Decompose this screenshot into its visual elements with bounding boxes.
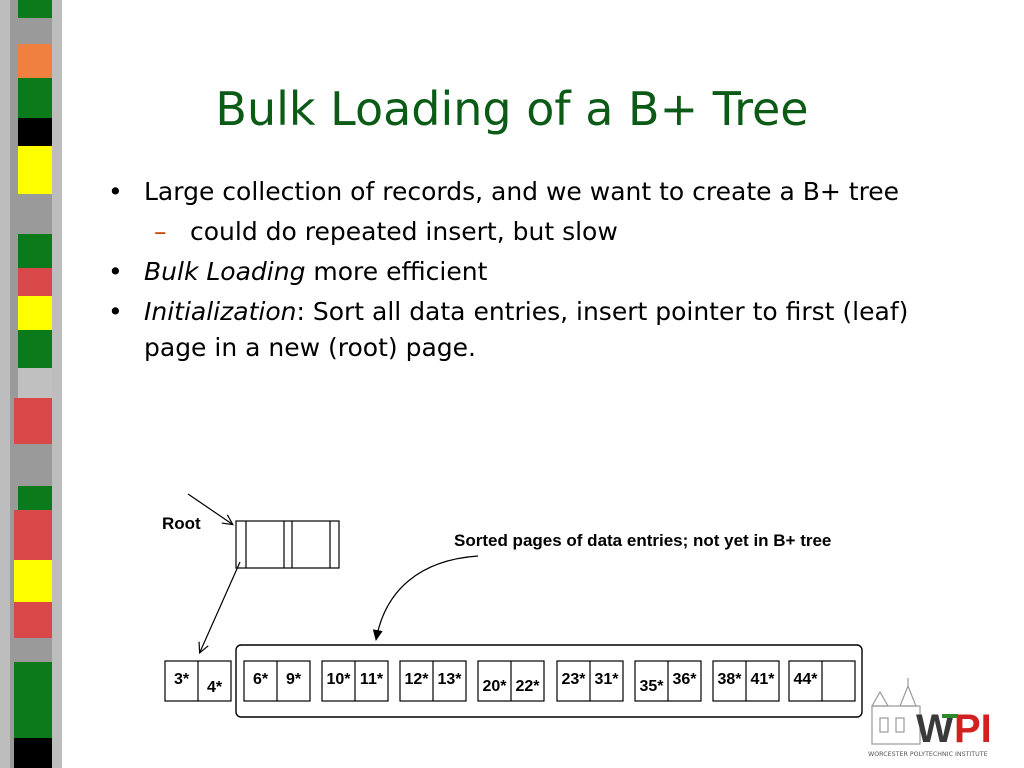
logo-tagline: WORCESTER POLYTECHNIC INSTITUTE [868, 751, 988, 758]
bullet-item: • Bulk Loading more efficient [108, 254, 968, 290]
logo-green-bar [942, 714, 958, 718]
castle-window-icon [895, 717, 905, 733]
data-entry-label: 31* [594, 671, 619, 688]
strip-block [14, 560, 52, 602]
bullet-text: Large collection of records, and we want… [144, 177, 900, 206]
wpi-logo: W PI WORCESTER POLYTECHNIC INSTITUTE [866, 678, 1016, 760]
leaf-page: 12* 13* [399, 660, 467, 702]
strip-block [18, 78, 52, 118]
bullet-item: • Initialization: Sort all data entries,… [108, 294, 968, 366]
data-entry-label: 9* [286, 671, 302, 688]
strip-block [18, 44, 52, 78]
leaf-page: 23* 31* [556, 660, 624, 702]
bullet-icon: • [108, 257, 123, 286]
data-entry-label: 20* [482, 678, 507, 695]
caption-arrow [372, 555, 479, 641]
strip-block [14, 602, 52, 638]
strip-block [14, 662, 52, 738]
data-entry-label: 10* [326, 671, 351, 688]
bullet-italic-term: Initialization [144, 297, 297, 326]
sub-bullet-text: could do repeated insert, but slow [190, 217, 618, 246]
leaf-page: 3* 4* [164, 660, 232, 702]
strip-block [14, 510, 52, 560]
leaf-page: 20* 22* [477, 660, 545, 702]
root-pointer-arrow [187, 493, 232, 524]
bullet-item: • Large collection of records, and we wa… [108, 174, 968, 210]
strip-block [14, 738, 52, 768]
leaf-page: 44* [788, 660, 856, 702]
root-label: Root [162, 514, 201, 533]
castle-icon [871, 705, 921, 745]
castle-window-icon [879, 717, 889, 733]
strip-block [14, 398, 52, 444]
logo-pi: PI [954, 707, 992, 751]
data-entry-label: 3* [174, 671, 190, 688]
leaf-page: 38* 41* [712, 660, 780, 702]
slide-title: Bulk Loading of a B+ Tree [215, 82, 809, 136]
strip-block [18, 296, 52, 330]
castle-tower-icon [899, 684, 917, 707]
decorative-strip [0, 0, 62, 768]
unlinked-pages-group [235, 644, 863, 718]
data-entry-label: 12* [404, 671, 429, 688]
root-page-box [235, 520, 340, 569]
sorted-pages-caption: Sorted pages of data entries; not yet in… [454, 531, 831, 550]
data-entry-label: 44* [793, 671, 818, 688]
wpi-logo-mark: W PI WORCESTER POLYTECHNIC INSTITUTE [868, 678, 992, 758]
bullet-text: : Sort all data entries, insert pointer … [144, 297, 909, 362]
leaf-page: 35* 36* [634, 660, 702, 702]
strip-block [18, 330, 52, 368]
leaf-pages: 3* 4* 6* 9* 10* 11* 12* 13* 20* 22* 23* 31* 35* 36* 38… [164, 660, 856, 702]
data-entry-label: 38* [717, 671, 742, 688]
strip-inner [10, 0, 52, 768]
data-entry-label: 11* [360, 671, 384, 688]
data-entry-label: 13* [437, 671, 462, 688]
bullet-list: • Large collection of records, and we wa… [108, 174, 968, 370]
strip-block [18, 268, 52, 296]
strip-block [18, 368, 52, 398]
data-entry-label: 4* [207, 679, 223, 696]
data-entry-label: 36* [672, 671, 697, 688]
strip-block [18, 234, 52, 268]
bullet-text: more efficient [305, 257, 488, 286]
castle-tower-icon [870, 690, 890, 707]
dash-icon: – [154, 217, 167, 246]
data-entry-label: 6* [253, 671, 269, 688]
data-entry-label: 35* [639, 678, 664, 695]
strip-block [18, 146, 52, 194]
strip-block [18, 486, 52, 510]
first-leaf-pointer-arrow [200, 561, 241, 652]
root-page [235, 520, 340, 569]
data-entry-label: 22* [515, 678, 540, 695]
strip-block [18, 118, 52, 146]
leaf-page: 6* 9* [243, 660, 311, 702]
data-entry-label: 41* [750, 671, 775, 688]
logo-w: W [916, 707, 954, 751]
strip-block [18, 0, 52, 18]
sub-bullet-item: – could do repeated insert, but slow [108, 214, 968, 250]
data-entry-label: 23* [561, 671, 586, 688]
bullet-icon: • [108, 297, 123, 326]
bullet-icon: • [108, 177, 123, 206]
leaf-page: 10* 11* [321, 660, 389, 702]
bullet-italic-term: Bulk Loading [144, 257, 306, 286]
